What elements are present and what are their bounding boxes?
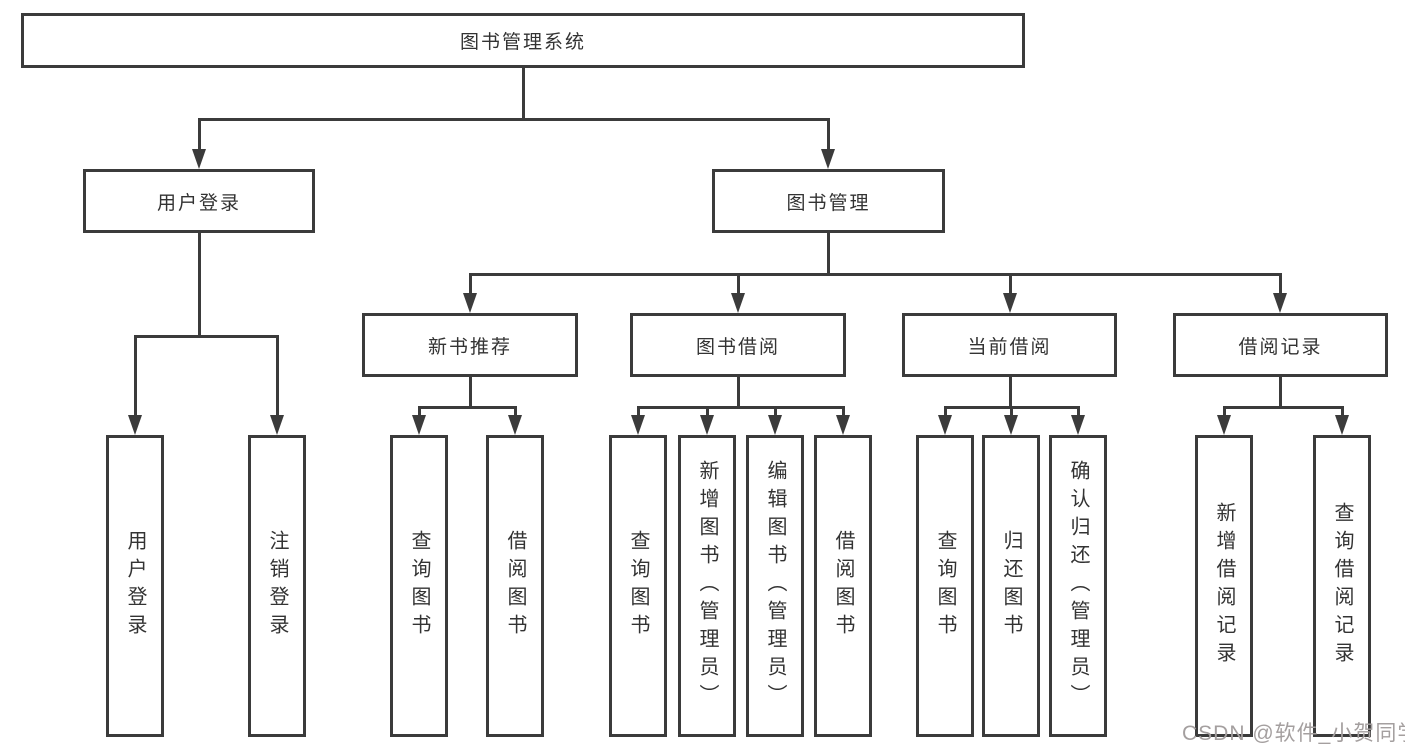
connector-drop [418,406,421,417]
node-label: 查询图书 [408,530,430,642]
arrowhead-down-icon [821,149,835,169]
leaf-logout: 注销登录 [248,435,306,737]
connector-stem [827,233,830,273]
arrowhead-down-icon [412,415,426,435]
node-new-book-recommendation: 新书推荐 [362,313,578,377]
leaf-user-login: 用户登录 [106,435,164,737]
node-label: 确认归还（管理员） [1067,460,1089,712]
arrowhead-down-icon [1217,415,1231,435]
leaf-query-books-borrowing: 查询图书 [609,435,667,737]
connector-stem [469,377,472,406]
arrowhead-down-icon [192,149,206,169]
arrowhead-down-icon [731,293,745,313]
node-label: 查询借阅记录 [1331,502,1353,670]
arrowhead-down-icon [1003,293,1017,313]
node-label: 查询图书 [934,530,956,642]
watermark: CSDN @软件_小贺同学 [1182,722,1405,745]
connector-drop [134,335,137,417]
node-label: 借阅图书 [504,530,526,642]
connector-drop [774,406,777,417]
connector-rail [637,406,845,409]
arrowhead-down-icon [938,415,952,435]
node-label: 图书管理 [786,192,871,214]
node-label: 图书借阅 [695,336,780,358]
leaf-edit-books-admin: 编辑图书（管理员） [746,435,804,737]
connector-drop [469,273,472,295]
connector-drop [637,406,640,417]
arrowhead-down-icon [631,415,645,435]
connector-drop [1010,406,1013,417]
node-label: 新增借阅记录 [1213,502,1235,670]
leaf-confirm-return-admin: 确认归还（管理员） [1049,435,1107,737]
node-borrowing-records: 借阅记录 [1173,313,1388,377]
node-label: 查询图书 [627,530,649,642]
connector-drop [1279,273,1282,295]
node-book-management-system: 图书管理系统 [21,13,1025,68]
node-label: 图书管理系统 [459,32,586,53]
node-label: 归还图书 [1000,530,1022,642]
node-label: 编辑图书（管理员） [764,460,786,712]
connector-drop [514,406,517,417]
node-current-borrowing: 当前借阅 [902,313,1117,377]
connector-rail [134,335,279,338]
node-label: 借阅图书 [832,530,854,642]
connector-stem [737,377,740,406]
connector-stem [198,233,201,335]
connector-stem [1279,377,1282,406]
node-label: 注销登录 [266,530,288,642]
arrowhead-down-icon [270,415,284,435]
connector-rail [418,406,517,409]
node-label: 新增图书（管理员） [696,460,718,712]
leaf-add-borrow-record: 新增借阅记录 [1195,435,1253,737]
connector-drop [1341,406,1344,417]
connector-drop [842,406,845,417]
connector-stem [522,68,525,118]
arrowhead-down-icon [1273,293,1287,313]
leaf-borrow-books-newbooks: 借阅图书 [486,435,544,737]
leaf-borrow-books-borrowing: 借阅图书 [814,435,872,737]
leaf-add-books-admin: 新增图书（管理员） [678,435,736,737]
connector-drop [198,118,201,151]
leaf-query-borrow-record: 查询借阅记录 [1313,435,1371,737]
connector-drop [1009,273,1012,295]
node-user-login-branch: 用户登录 [83,169,315,233]
arrowhead-down-icon [128,415,142,435]
connector-drop [944,406,947,417]
node-label: 借阅记录 [1238,336,1323,358]
arrowhead-down-icon [1335,415,1349,435]
node-book-management-branch: 图书管理 [712,169,945,233]
connector-drop [276,335,279,417]
connector-drop [1223,406,1226,417]
arrowhead-down-icon [1004,415,1018,435]
node-label: 新书推荐 [427,336,512,358]
arrowhead-down-icon [1071,415,1085,435]
connector-drop [1077,406,1080,417]
arrowhead-down-icon [836,415,850,435]
connector-rail [1223,406,1344,409]
connector-drop [706,406,709,417]
node-label: 用户登录 [124,530,146,642]
leaf-query-books-current: 查询图书 [916,435,974,737]
connector-stem [1009,377,1012,406]
leaf-query-books-newbooks: 查询图书 [390,435,448,737]
connector-rail [469,273,1282,276]
arrowhead-down-icon [508,415,522,435]
node-book-borrowing: 图书借阅 [630,313,846,377]
arrowhead-down-icon [768,415,782,435]
leaf-return-books: 归还图书 [982,435,1040,737]
arrowhead-down-icon [700,415,714,435]
node-label: 用户登录 [156,192,241,214]
node-label: 当前借阅 [967,336,1052,358]
connector-drop [737,273,740,295]
connector-drop [827,118,830,151]
connector-rail [198,118,830,121]
arrowhead-down-icon [463,293,477,313]
